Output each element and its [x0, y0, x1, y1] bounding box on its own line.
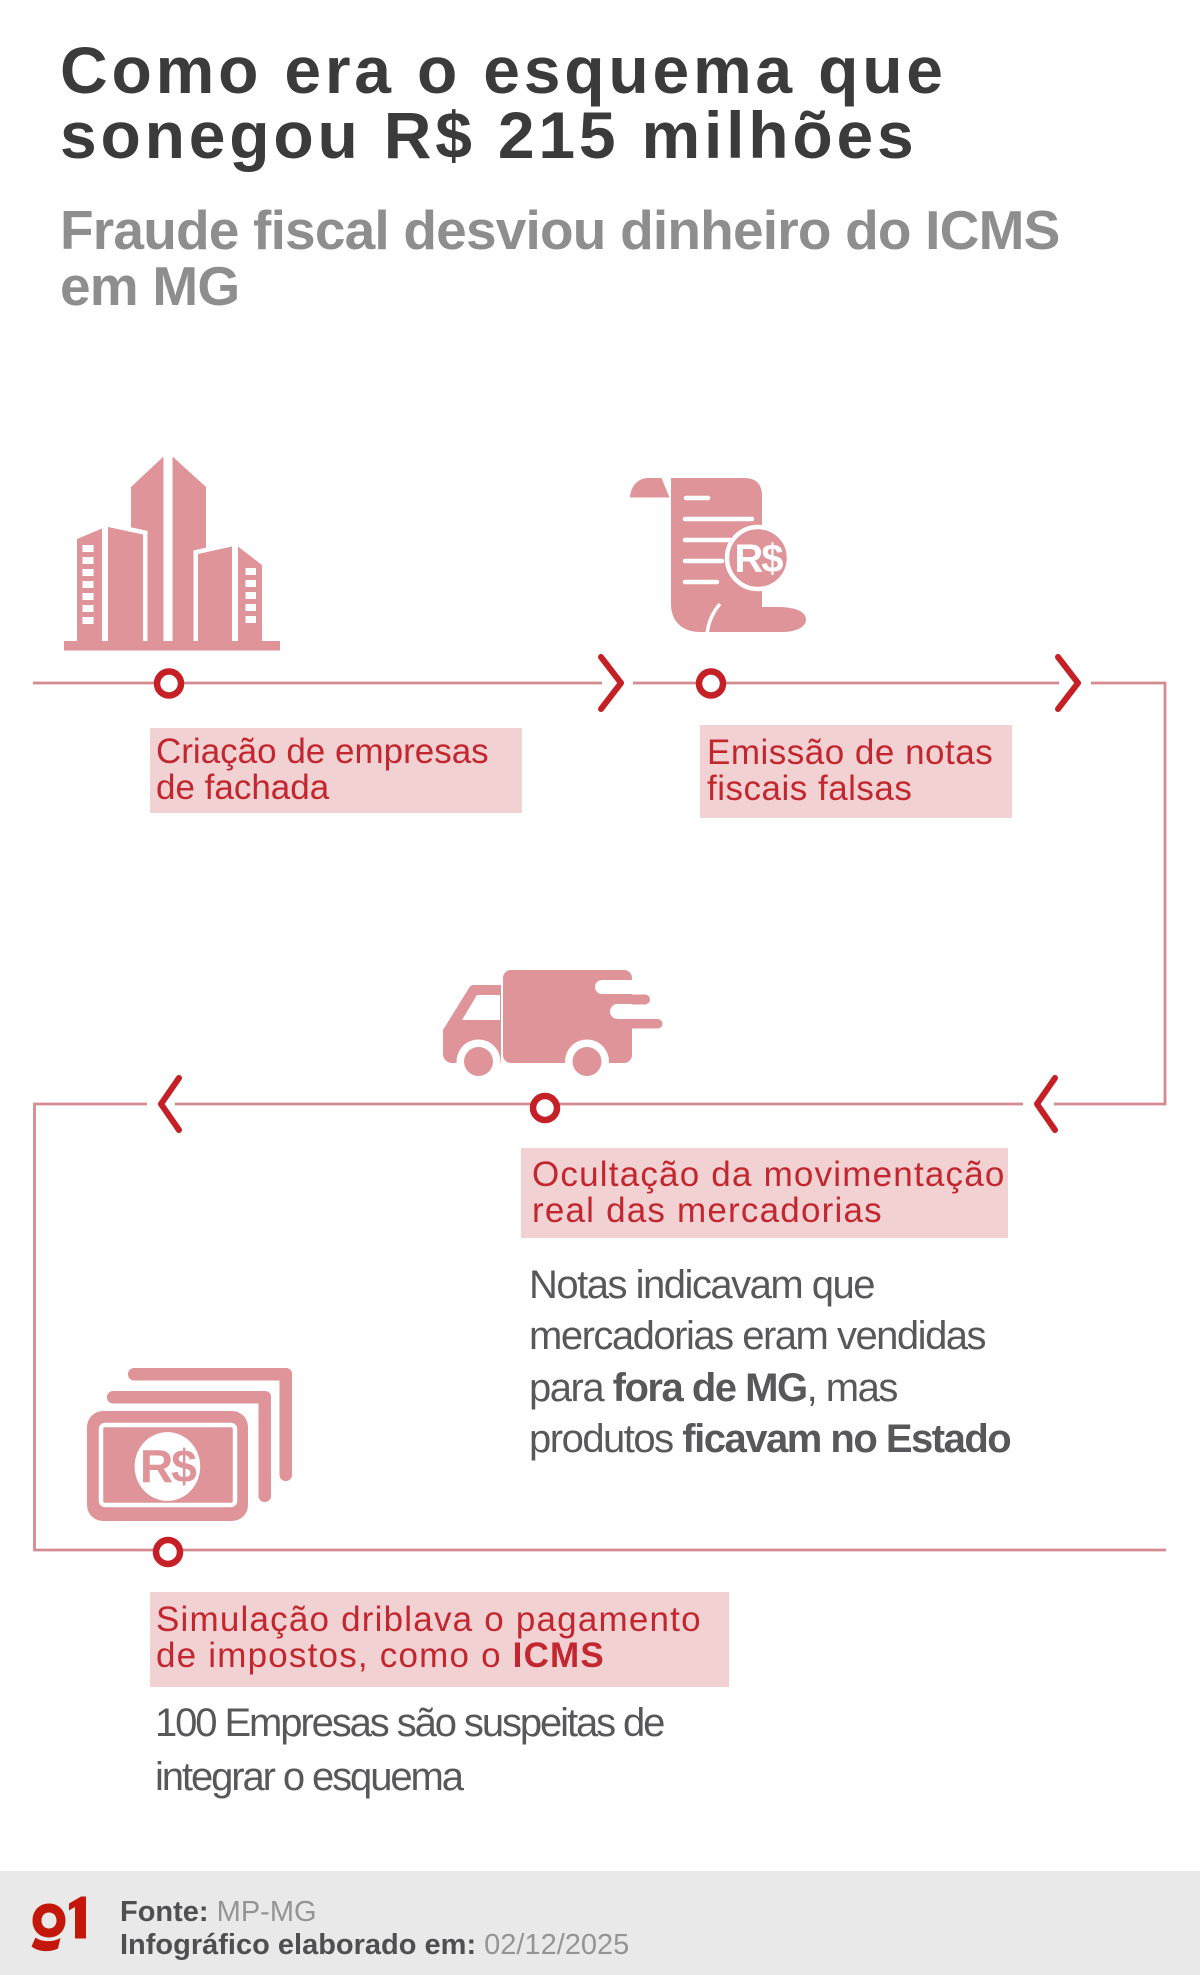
svg-text:R$: R$: [140, 1440, 196, 1492]
svg-text:R$: R$: [734, 537, 783, 581]
